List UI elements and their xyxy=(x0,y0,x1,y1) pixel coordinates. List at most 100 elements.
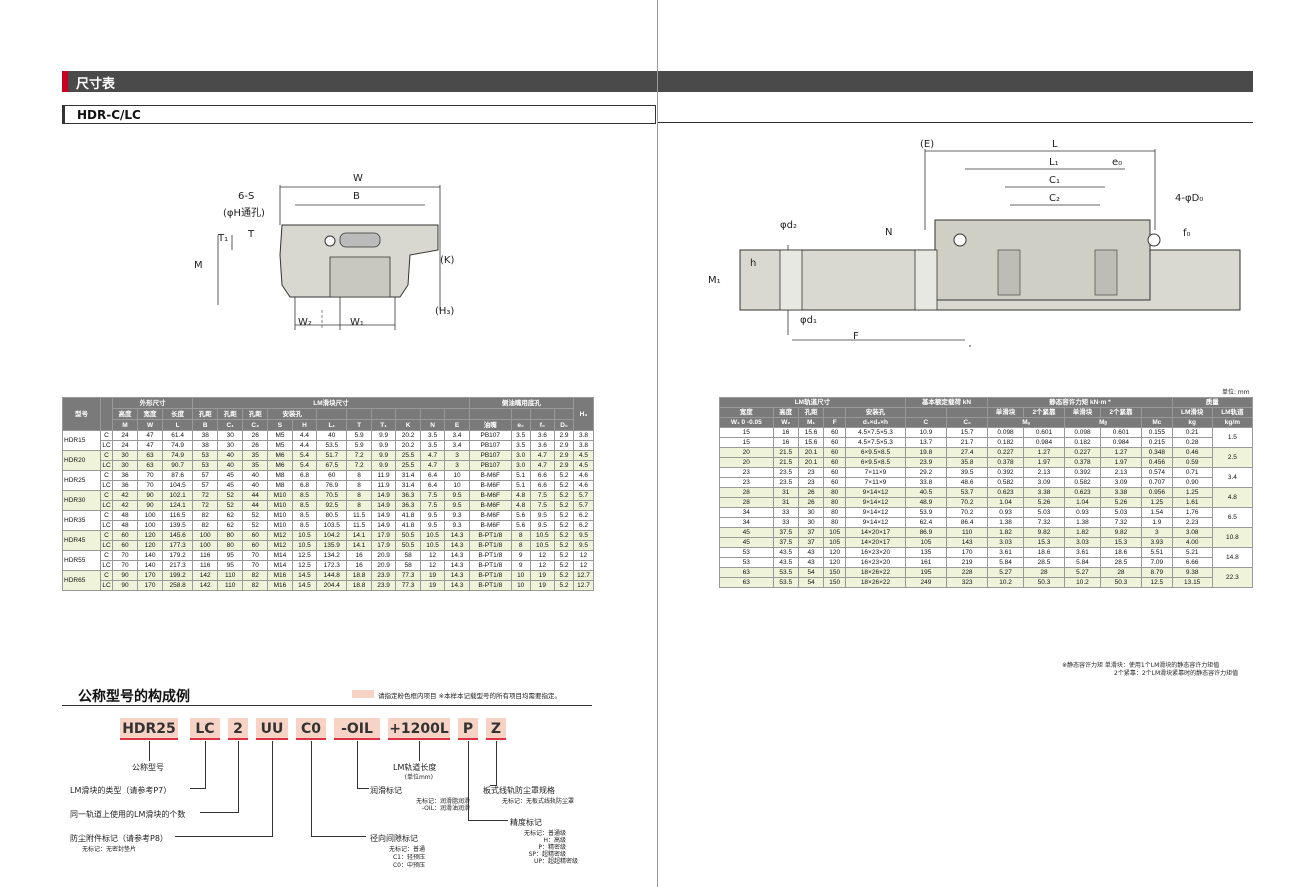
value-cell: 12 xyxy=(529,550,556,561)
symbol-cell: N xyxy=(419,419,446,431)
value-cell: 4.6 xyxy=(573,470,594,481)
value-cell: 90 xyxy=(111,580,139,591)
value-cell: 80 xyxy=(823,507,847,518)
symbol-cell: Mc xyxy=(1141,417,1173,428)
value-cell: 9.82 xyxy=(1099,527,1143,538)
value-cell: 26 xyxy=(797,487,825,498)
value-cell: 3.09 xyxy=(1099,477,1143,488)
value-cell: 0.392 xyxy=(987,467,1024,478)
value-cell: 7.5 xyxy=(529,500,556,511)
value-cell: 35.8 xyxy=(946,457,989,468)
value-cell: 7.32 xyxy=(1022,517,1066,528)
value-cell: 3.61 xyxy=(987,547,1024,558)
value-cell: 53 xyxy=(192,460,219,471)
value-cell: 82 xyxy=(242,570,269,581)
value-cell: 43 xyxy=(797,547,825,558)
value-cell: 170 xyxy=(946,547,989,558)
value-cell: 30 xyxy=(797,507,825,518)
value-cell: 12.5 xyxy=(1141,577,1173,588)
type-cell: LC xyxy=(100,580,113,591)
value-cell: 80 xyxy=(217,540,244,551)
value-cell: 5.6 xyxy=(510,520,531,531)
symbol-cell: D₀ xyxy=(554,419,574,431)
value-cell: 5.03 xyxy=(1022,507,1066,518)
value-cell: 50.5 xyxy=(395,530,421,541)
value-cell: 23.9 xyxy=(370,570,397,581)
value-cell: 63 xyxy=(137,450,164,461)
value-cell: 26 xyxy=(242,440,269,451)
value-cell: 9 xyxy=(510,560,531,571)
value-cell: 23.9 xyxy=(904,457,948,468)
value-cell: 249 xyxy=(904,577,948,588)
value-cell: 14.3 xyxy=(444,540,470,551)
code-box-seal: UU xyxy=(256,718,288,740)
value-cell: 3.5 xyxy=(419,440,446,451)
value-cell: 3 xyxy=(444,450,470,461)
value-cell: 5.26 xyxy=(1022,497,1066,508)
value-cell: 4.4 xyxy=(291,430,318,441)
value-cell: 323 xyxy=(946,577,989,588)
value-cell: 5.2 xyxy=(554,570,574,581)
value-cell: 20.2 xyxy=(395,440,421,451)
value-cell: 1.38 xyxy=(1064,517,1101,528)
value-cell: 3.03 xyxy=(987,537,1024,548)
value-cell: 9.9 xyxy=(370,460,397,471)
value-cell: 9.38 xyxy=(1171,567,1213,578)
value-cell: 7.09 xyxy=(1141,557,1173,568)
value-cell: 48.9 xyxy=(904,497,948,508)
value-cell: 140 xyxy=(137,550,164,561)
value-cell: 4.8 xyxy=(510,490,531,501)
value-cell: 2.23 xyxy=(1171,517,1213,528)
value-cell: 4.7 xyxy=(529,450,556,461)
symbol-cell: T₁ xyxy=(370,419,397,431)
value-cell: 28 xyxy=(1099,567,1143,578)
value-cell: PB107 xyxy=(468,430,512,441)
rail-mass-cell: 14.8 xyxy=(1211,547,1254,568)
value-cell: 142 xyxy=(192,580,219,591)
value-cell: 100 xyxy=(137,510,164,521)
value-cell: M16 xyxy=(267,580,293,591)
value-cell: 3.5 xyxy=(419,430,446,441)
value-cell: 3.09 xyxy=(1022,477,1066,488)
value-cell: 5.9 xyxy=(346,430,372,441)
value-cell: 48.6 xyxy=(946,477,989,488)
value-cell: 0.623 xyxy=(987,487,1024,498)
value-cell: 228 xyxy=(946,567,989,578)
value-cell: 41.8 xyxy=(395,520,421,531)
value-cell: 3.38 xyxy=(1022,487,1066,498)
front-view-drawing xyxy=(217,185,441,330)
value-cell: PB107 xyxy=(468,460,512,471)
value-cell: 9.5 xyxy=(419,510,446,521)
symbol-cell: M xyxy=(111,419,139,431)
value-cell: 0.348 xyxy=(1141,447,1173,458)
value-cell: 37 xyxy=(797,527,825,538)
symbol-cell: f₀ xyxy=(529,419,556,431)
value-cell: 110 xyxy=(217,570,244,581)
value-cell: 63 xyxy=(719,567,774,578)
value-cell: 45 xyxy=(217,470,244,481)
value-cell: 38 xyxy=(192,430,219,441)
value-cell: 62.4 xyxy=(904,517,948,528)
model-cell: HDR55 xyxy=(62,550,101,571)
value-cell: 28 xyxy=(719,497,774,508)
value-cell: 14×20×17 xyxy=(845,527,906,538)
value-cell: 15 xyxy=(719,427,774,438)
value-cell: 31 xyxy=(772,497,799,508)
value-cell: 45 xyxy=(719,537,774,548)
value-cell: 15.7 xyxy=(946,427,989,438)
value-cell: 53.5 xyxy=(316,440,348,451)
value-cell: 16 xyxy=(772,427,799,438)
type-cell: LC xyxy=(100,540,113,551)
value-cell: 80 xyxy=(823,487,847,498)
value-cell: 0.28 xyxy=(1171,437,1213,448)
value-cell: 7.5 xyxy=(419,500,446,511)
value-cell: 92.5 xyxy=(316,500,348,511)
left-dimension-table: 型号 外形尺寸 LM滑块尺寸 侧油嘴用底孔 H₃ 高度宽度长度 孔距孔距孔距 安… xyxy=(62,397,594,591)
value-cell: 139.5 xyxy=(162,520,194,531)
value-cell: 14×20×17 xyxy=(845,537,906,548)
value-cell: 14.3 xyxy=(444,550,470,561)
value-cell: 62 xyxy=(217,520,244,531)
